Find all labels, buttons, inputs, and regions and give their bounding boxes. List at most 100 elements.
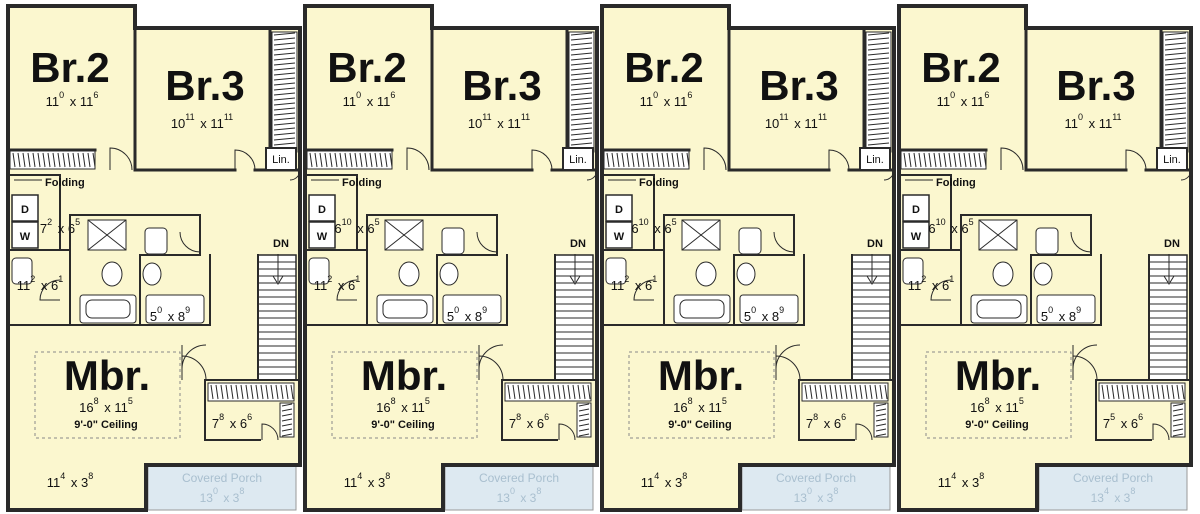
laundry-dims-text: 610 x 65 bbox=[631, 217, 676, 236]
dryer-label: D bbox=[318, 204, 326, 216]
bath-dims-text: 112 x 61 bbox=[17, 274, 64, 293]
line bbox=[273, 92, 296, 96]
line bbox=[578, 408, 590, 412]
line bbox=[973, 152, 977, 168]
bathtub bbox=[376, 294, 434, 324]
line bbox=[570, 72, 593, 76]
line bbox=[1151, 384, 1155, 400]
tub-inner bbox=[85, 299, 131, 319]
bedroom-3-dims: 1011 x 1111 bbox=[171, 112, 233, 131]
bedroom-2-dims-text: 110 x 116 bbox=[46, 90, 99, 109]
laundry-dims: 610 x 65 bbox=[334, 217, 379, 236]
line bbox=[273, 47, 296, 51]
line bbox=[814, 384, 818, 400]
sink-2 bbox=[605, 257, 627, 285]
line bbox=[903, 152, 907, 168]
line bbox=[1181, 384, 1185, 400]
line bbox=[578, 413, 590, 417]
dim-b-sup: 9 bbox=[185, 305, 190, 315]
line bbox=[867, 87, 890, 91]
line bbox=[570, 47, 593, 51]
dim-b: x 11 bbox=[66, 94, 93, 109]
door-swing bbox=[1070, 231, 1092, 253]
door-swing bbox=[930, 279, 952, 301]
dim-b: x 11 bbox=[992, 400, 1019, 415]
line bbox=[968, 152, 972, 168]
line bbox=[62, 152, 66, 168]
line bbox=[273, 137, 296, 141]
dim-b-sup: 1 bbox=[355, 274, 360, 284]
dim-b: x 8 bbox=[164, 309, 185, 324]
line bbox=[616, 152, 620, 168]
dim-b: x 11 bbox=[791, 116, 818, 131]
dim-b-sup: 6 bbox=[984, 90, 989, 100]
bath-dims-text: 112 x 61 bbox=[908, 274, 955, 293]
dim-b-sup: 11 bbox=[818, 112, 827, 122]
dryer-label: D bbox=[21, 204, 29, 216]
line bbox=[875, 408, 887, 412]
line bbox=[570, 62, 593, 66]
folding-label: Folding bbox=[936, 177, 976, 189]
dim-a: 10 bbox=[468, 116, 482, 131]
line bbox=[641, 152, 645, 168]
master-bedroom-label: Mbr. bbox=[658, 352, 744, 399]
line bbox=[867, 142, 890, 146]
line bbox=[978, 152, 982, 168]
dim-b: x 11 bbox=[494, 116, 521, 131]
line bbox=[280, 384, 284, 400]
line bbox=[1101, 384, 1105, 400]
door-swing bbox=[1125, 149, 1147, 171]
washer bbox=[902, 221, 930, 249]
line bbox=[1164, 42, 1187, 46]
line bbox=[570, 127, 593, 131]
dim-a: 5 bbox=[1041, 309, 1048, 324]
line bbox=[671, 152, 675, 168]
washer bbox=[605, 221, 633, 249]
line bbox=[978, 219, 1018, 251]
line bbox=[867, 37, 890, 41]
line bbox=[819, 384, 823, 400]
dim-a: 7 bbox=[1103, 416, 1110, 431]
line bbox=[804, 384, 808, 400]
line bbox=[918, 152, 922, 168]
line bbox=[570, 142, 593, 146]
ceiling-label: 9'-0" Ceiling bbox=[668, 419, 731, 431]
stairs-down-label: DN bbox=[273, 238, 289, 250]
door-swing bbox=[773, 231, 795, 253]
line bbox=[867, 72, 890, 76]
arrow-head bbox=[569, 275, 581, 285]
dim-a: 11 bbox=[1064, 116, 1078, 131]
line bbox=[636, 152, 640, 168]
line bbox=[273, 67, 296, 71]
dim-a-sup: 0 bbox=[653, 90, 658, 100]
line bbox=[87, 219, 127, 251]
line bbox=[1164, 62, 1187, 66]
line bbox=[275, 384, 279, 400]
bedroom-2-dims-text: 110 x 116 bbox=[640, 90, 693, 109]
dim-b-sup: 1 bbox=[58, 274, 63, 284]
line bbox=[281, 433, 293, 437]
line bbox=[1164, 107, 1187, 111]
door-swing bbox=[261, 423, 279, 441]
laundry-dims-text: 610 x 65 bbox=[334, 217, 379, 236]
master-bedroom-dims-text: 168 x 115 bbox=[376, 396, 430, 415]
dim-b: x 8 bbox=[461, 309, 482, 324]
balcony-dims: 114 x 38 bbox=[938, 471, 985, 490]
bath-dims: 112 x 61 bbox=[17, 274, 64, 293]
line bbox=[1164, 52, 1187, 56]
linen-label: Lin. bbox=[1163, 154, 1181, 166]
washer-label: W bbox=[911, 231, 922, 243]
line bbox=[570, 132, 593, 136]
line bbox=[1116, 384, 1120, 400]
bedroom-3-label: Br.3 bbox=[759, 62, 838, 109]
dim-a-sup: 0 bbox=[59, 90, 64, 100]
dim-a-sup: 8 bbox=[391, 396, 396, 406]
linen-label: Lin. bbox=[866, 154, 884, 166]
dim-b-sup: 5 bbox=[969, 217, 974, 227]
covered-porch bbox=[741, 465, 891, 511]
line bbox=[1156, 384, 1160, 400]
stairs-down-label: DN bbox=[867, 238, 883, 250]
line bbox=[12, 152, 16, 168]
dim-a-sup: 10 bbox=[936, 217, 946, 227]
tub-2 bbox=[739, 294, 799, 324]
